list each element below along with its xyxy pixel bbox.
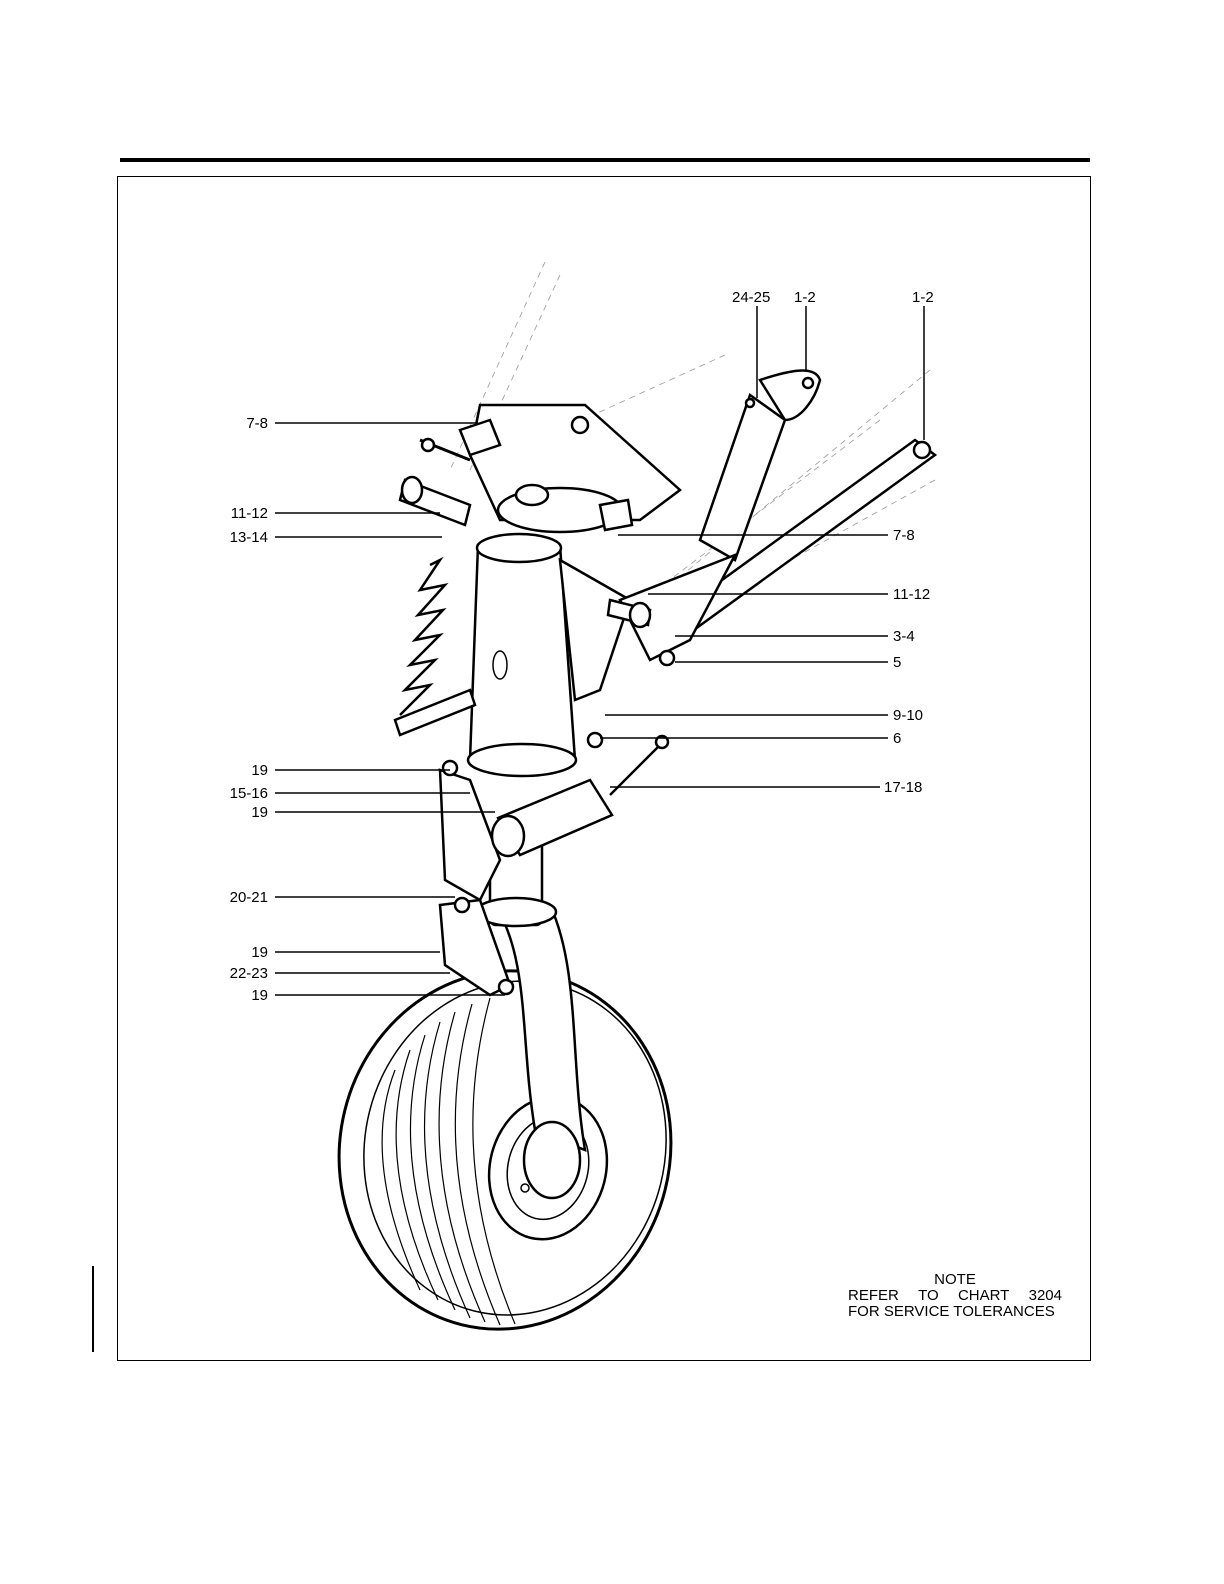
callout-6: 6 <box>893 730 901 747</box>
note-line-tolerances: FOR SERVICE TOLERANCES <box>848 1304 1062 1320</box>
callout-20-21: 20-21 <box>230 889 268 906</box>
callout-19-b: 19 <box>251 804 268 821</box>
callout-9-10: 9-10 <box>893 707 923 724</box>
centering-spring <box>395 560 475 735</box>
callout-5: 5 <box>893 654 901 671</box>
note-word-2: TO <box>918 1288 939 1304</box>
note-word-1: REFER <box>848 1288 899 1304</box>
note-word-3: CHART <box>958 1288 1009 1304</box>
callout-17-18: 17-18 <box>884 779 922 796</box>
callout-13-14: 13-14 <box>230 529 268 546</box>
note-title: NOTE <box>848 1272 1062 1288</box>
callout-7-8-left: 7-8 <box>246 415 268 432</box>
main-strut <box>468 534 630 776</box>
note-line-refer: REFER TO CHART 3204 <box>848 1288 1062 1304</box>
callout-1-2-right: 1-2 <box>912 289 934 306</box>
callout-24-25: 24-25 <box>732 289 770 306</box>
fork-arm <box>495 905 585 1198</box>
callout-19-a: 19 <box>251 762 268 779</box>
drag-brace <box>620 371 935 660</box>
callout-7-8-right: 7-8 <box>893 527 915 544</box>
callout-19-d: 19 <box>251 987 268 1004</box>
callout-1-2-upper: 1-2 <box>794 289 816 306</box>
note-word-4: 3204 <box>1029 1288 1062 1304</box>
callout-11-12-left: 11-12 <box>231 505 268 522</box>
service-note: NOTE REFER TO CHART 3204 FOR SERVICE TOL… <box>848 1272 1062 1320</box>
callout-22-23: 22-23 <box>230 965 268 982</box>
callout-19-c: 19 <box>251 944 268 961</box>
nose-wheel <box>301 935 708 1364</box>
callout-11-12-right: 11-12 <box>893 586 930 603</box>
callout-3-4: 3-4 <box>893 628 915 645</box>
callout-15-16: 15-16 <box>230 785 268 802</box>
